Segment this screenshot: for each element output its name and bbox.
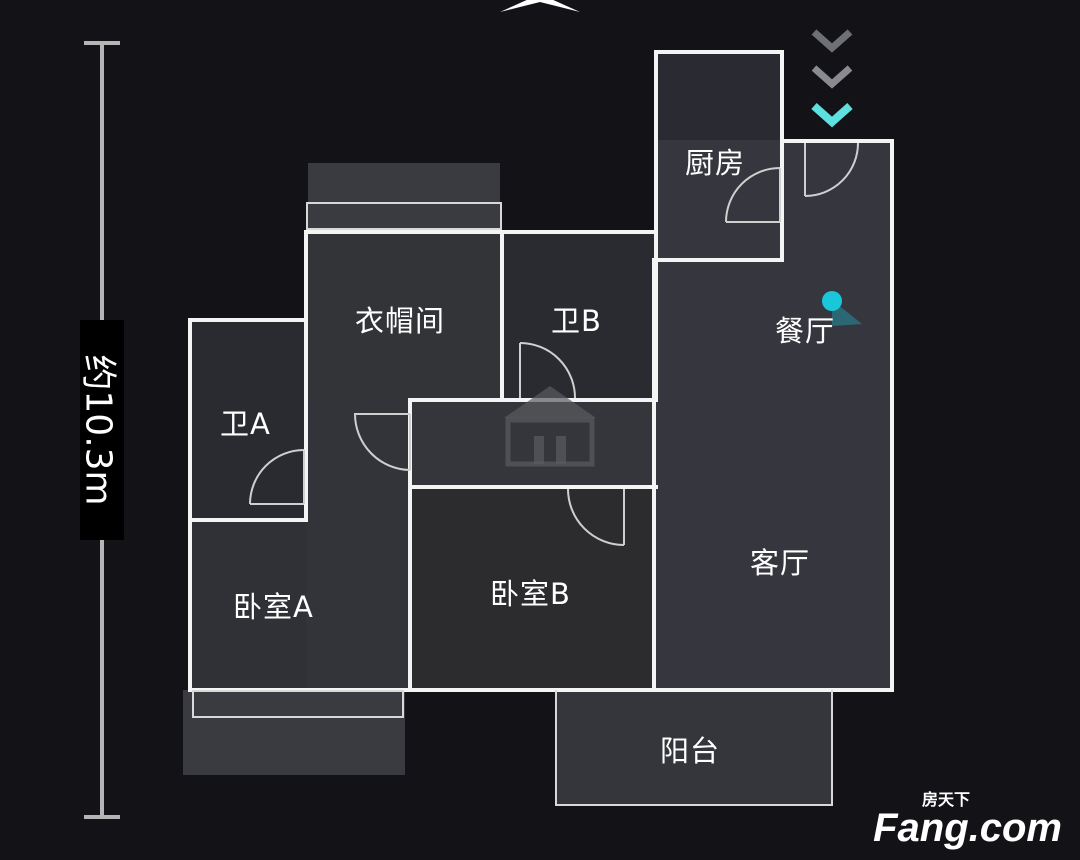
bedroom-b-top-wall [410,485,658,489]
room-label-bedroom-b: 卧室B [490,577,571,611]
dining-top-wall [780,139,894,143]
living-dining-room[interactable] [656,140,892,690]
south-window-shade [183,690,405,775]
bath-a-wall [188,318,308,522]
north-window-shade [308,163,500,233]
room-label-bedroom-a: 卧室A [233,590,314,624]
bedroom-b-west-wall [408,398,412,690]
room-label-dining: 餐厅 [775,314,836,348]
room-label-living: 客厅 [750,546,811,580]
south-window-frame [192,690,404,718]
room-label-bath-a: 卫A [220,407,271,441]
bedroom-a-west-wall [188,518,192,690]
balcony-area [555,690,833,805]
south-wall [188,686,894,692]
bath-a-room[interactable] [190,320,306,520]
cloakroom-top-wall [304,230,504,234]
living-west-wall [652,258,658,690]
room-label-bath-b: 卫B [551,304,602,338]
room-label-balcony: 阳台 [660,734,721,768]
measure-cap-top [84,41,120,45]
watermark-en: Fang.com [873,806,1062,850]
corridor-west [306,400,410,690]
kitchen-wall [654,50,784,262]
measure-cap-bottom [84,815,120,819]
balcony-rail [555,690,833,806]
bedroom-b-room[interactable] [412,488,656,690]
room-label-kitchen: 厨房 [685,146,746,180]
cloakroom-room[interactable] [306,232,500,400]
living-east-wall [888,139,894,691]
watermark-cn: 房天下 [921,790,970,809]
fang-watermark: 房天下 Fang.com [873,790,1062,850]
north-window-frame [306,202,502,230]
measure-label-box: 约10.3m [78,320,124,540]
bath-b-room[interactable] [500,232,654,400]
room-label-cloakroom: 衣帽间 [355,304,446,338]
